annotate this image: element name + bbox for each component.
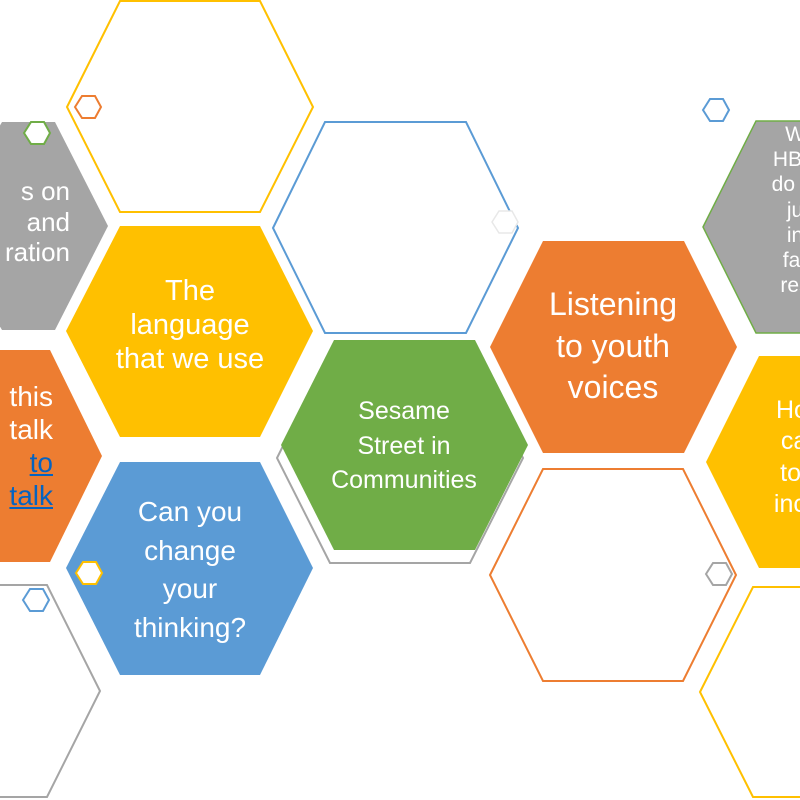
text-line: and (26, 206, 70, 237)
hexagon-yellow-right (706, 356, 800, 568)
text-line: your (162, 573, 218, 605)
text-line: language (130, 309, 250, 342)
text-line: incar (773, 489, 800, 518)
text-line: s on (20, 176, 70, 206)
text-line: Listening (548, 286, 678, 322)
text-line: ju (786, 198, 800, 222)
text-line: far (782, 248, 800, 272)
text-line: ration (4, 237, 70, 268)
small-hexagon-gray (704, 562, 734, 586)
text-line: Street in (357, 431, 451, 460)
text-line: thinking? (133, 611, 247, 643)
hexagon-youth (490, 241, 737, 453)
hexagon-outline-gray-bottom-left (0, 584, 102, 798)
text-line: voices (567, 369, 659, 406)
language-text: The language that we use (90, 274, 290, 377)
sesame-text: Sesame Street in Communities (304, 394, 504, 498)
hexagon-language (66, 226, 313, 437)
text-line: change (144, 534, 236, 566)
change-text: Can you change your thinking? (90, 493, 290, 648)
text-line: How (775, 396, 800, 424)
hexagon-sesame (281, 340, 528, 550)
hexagon-outline-yellow-bottom-right (698, 586, 800, 798)
yellow-right-text: How can to p incar (746, 395, 800, 520)
text-line: to youth (556, 327, 670, 364)
small-hexagon-blue-right (701, 98, 731, 122)
talk-link[interactable]: talk (9, 480, 53, 512)
youth-text: Listening to youth voices (513, 284, 713, 409)
hexagon-outline-orange (488, 468, 738, 682)
small-hexagon-yellow (74, 561, 104, 585)
text-line: Communities (331, 466, 477, 494)
small-hexagon-orange (73, 95, 103, 119)
talk-link[interactable]: to (29, 447, 53, 479)
text-line: The (165, 275, 215, 307)
text-line: res (780, 274, 800, 298)
text-line: Sesame (358, 397, 450, 425)
hexagon-gray-right (702, 120, 800, 334)
gray-right-text: W HBC do to ju in far res (745, 122, 800, 298)
text-line: W (785, 123, 800, 146)
small-hexagon-green (22, 121, 52, 145)
text-line: do to (771, 173, 800, 197)
orange-left-text: this talk to talk (0, 380, 53, 512)
text-line: to p (780, 458, 800, 487)
text-line: Can you (137, 496, 243, 527)
text-line: in (786, 223, 800, 247)
text-line: that we use (115, 343, 265, 376)
hexagon-change (66, 462, 313, 675)
hexagon-outline-yellow-top (65, 0, 315, 213)
hexagon-orange-left (0, 350, 102, 562)
hexagon-outline-blue (271, 121, 520, 334)
small-hexagon-white (491, 210, 519, 234)
gray-left-text: s on and ration (0, 176, 70, 268)
text-line: HBC (772, 148, 800, 172)
text-line: talk (9, 414, 53, 446)
hexagon-gray-left (0, 122, 108, 330)
text-line: this (9, 381, 53, 412)
small-hexagon-blue-left (21, 588, 51, 612)
text-line: can (780, 427, 800, 456)
